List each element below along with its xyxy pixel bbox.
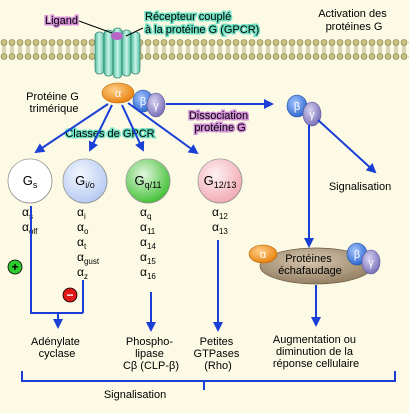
phospholipase-label: Phospho- lipase Cβ (CLP-β)	[123, 336, 179, 372]
gtpases-label: Petites GTPases (Rho)	[194, 336, 243, 372]
svg-text:γ: γ	[153, 100, 159, 112]
svg-text:α: α	[260, 249, 267, 261]
svg-text:β: β	[354, 249, 360, 261]
gpcr-receptor	[94, 27, 141, 79]
class-name: Gq/11	[135, 173, 162, 190]
class-name: Gi/o	[75, 173, 95, 190]
alpha-subtype: α13	[212, 220, 228, 236]
signalisation-bottom-label: Signalisation	[104, 389, 166, 401]
alpha-subtype: α11	[140, 220, 156, 236]
class-arrows	[34, 102, 199, 155]
ligand-label: Ligand	[45, 15, 78, 27]
alpha-subtype: α15	[140, 250, 156, 266]
alpha-subtype: αo	[77, 220, 89, 236]
response-label: Augmentation ou diminution de la réponse…	[273, 334, 359, 370]
svg-text:β: β	[294, 101, 300, 113]
class-name: Gs	[23, 173, 38, 190]
trimeric-g-protein-label: Protéine G trimérique	[26, 91, 82, 115]
signalisation-right-label: Signalisation	[329, 181, 391, 193]
alpha-subtype: αz	[77, 265, 88, 281]
adenylate-cyclase-label: Adénylate cyclase	[31, 336, 83, 360]
receptor-label: Récepteur couplé à la protéine G (GPCR)	[145, 11, 259, 36]
bottom-bracket	[21, 371, 396, 382]
alpha-subtype: αolf	[22, 220, 38, 236]
alpha-subtype: α16	[140, 265, 156, 281]
minus-badge: −	[62, 287, 78, 303]
svg-text:γ: γ	[309, 109, 315, 121]
alpha-subtype: α14	[140, 235, 156, 251]
alpha-subtype: αt	[77, 235, 87, 251]
scaffold-complex: Protéines échafaudage α β γ	[248, 242, 381, 285]
trimeric-g-protein: α β γ	[101, 82, 166, 118]
gpcr-classes-label: Classes de GPCR	[65, 128, 154, 140]
alpha-subtype: αgust	[77, 250, 100, 266]
alpha-subtype: αq	[140, 205, 151, 221]
signalisation-arrow	[317, 119, 377, 174]
plasma-membrane	[0, 39, 409, 60]
class-name: G12/13	[204, 173, 237, 190]
ligand-molecule	[111, 32, 123, 40]
adenylate-pathway	[30, 206, 84, 329]
svg-text:α: α	[115, 88, 122, 100]
plus-badge: +	[7, 259, 23, 275]
beta-gamma-dimer: β γ	[286, 94, 322, 127]
page-title: Activation des protéines G	[318, 8, 390, 33]
svg-text:−: −	[66, 288, 73, 302]
dissociation-label: Dissociation protéine G	[189, 110, 251, 134]
alpha-subtype: αi	[77, 205, 86, 221]
alpha-subtype: α12	[212, 205, 228, 221]
svg-text:γ: γ	[368, 257, 374, 269]
svg-text:+: +	[11, 260, 18, 274]
svg-text:β: β	[140, 96, 146, 108]
scaffold-label: Protéines échafaudage	[278, 253, 342, 277]
